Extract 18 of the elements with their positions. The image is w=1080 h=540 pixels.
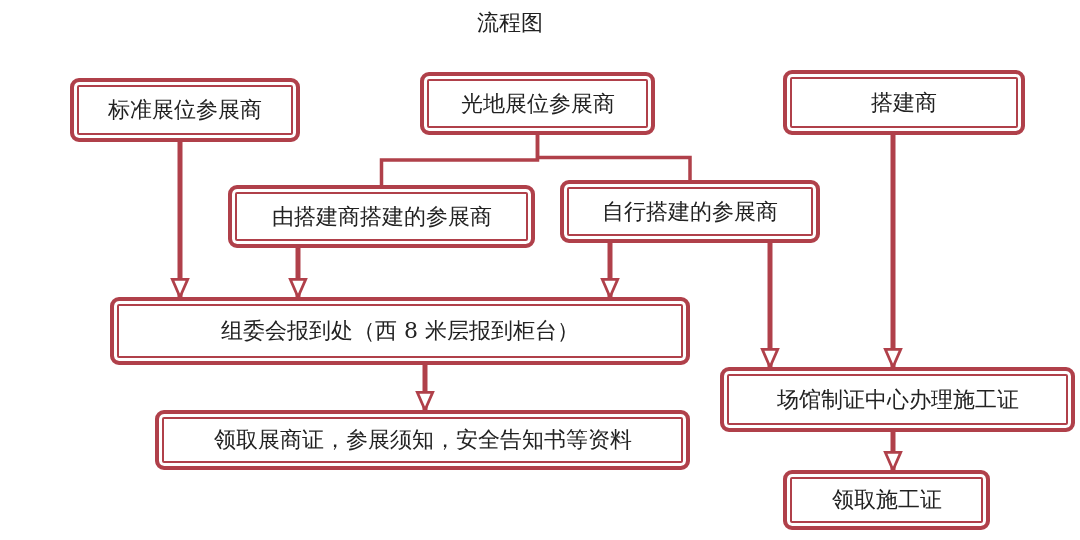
arrow: [415, 365, 435, 412]
arrow: [883, 135, 903, 369]
connector-line: [535, 135, 692, 180]
process-box: 场馆制证中心办理施工证: [720, 367, 1075, 432]
title: 流程图: [476, 9, 544, 37]
arrow: [600, 243, 620, 299]
process-box: 领取施工证: [783, 470, 990, 530]
process-box: 由搭建商搭建的参展商: [228, 185, 535, 248]
process-box: 自行搭建的参展商: [560, 180, 820, 243]
arrow: [760, 243, 780, 369]
process-box: 标准展位参展商: [70, 78, 300, 142]
arrow: [170, 142, 190, 299]
process-box: 搭建商: [783, 70, 1025, 135]
arrow: [288, 248, 308, 299]
process-box: 组委会报到处（西 8 米层报到柜台）: [110, 297, 690, 365]
arrow: [883, 432, 903, 472]
process-box: 光地展位参展商: [420, 72, 655, 135]
process-box: 领取展商证，参展须知，安全告知书等资料: [155, 410, 690, 470]
